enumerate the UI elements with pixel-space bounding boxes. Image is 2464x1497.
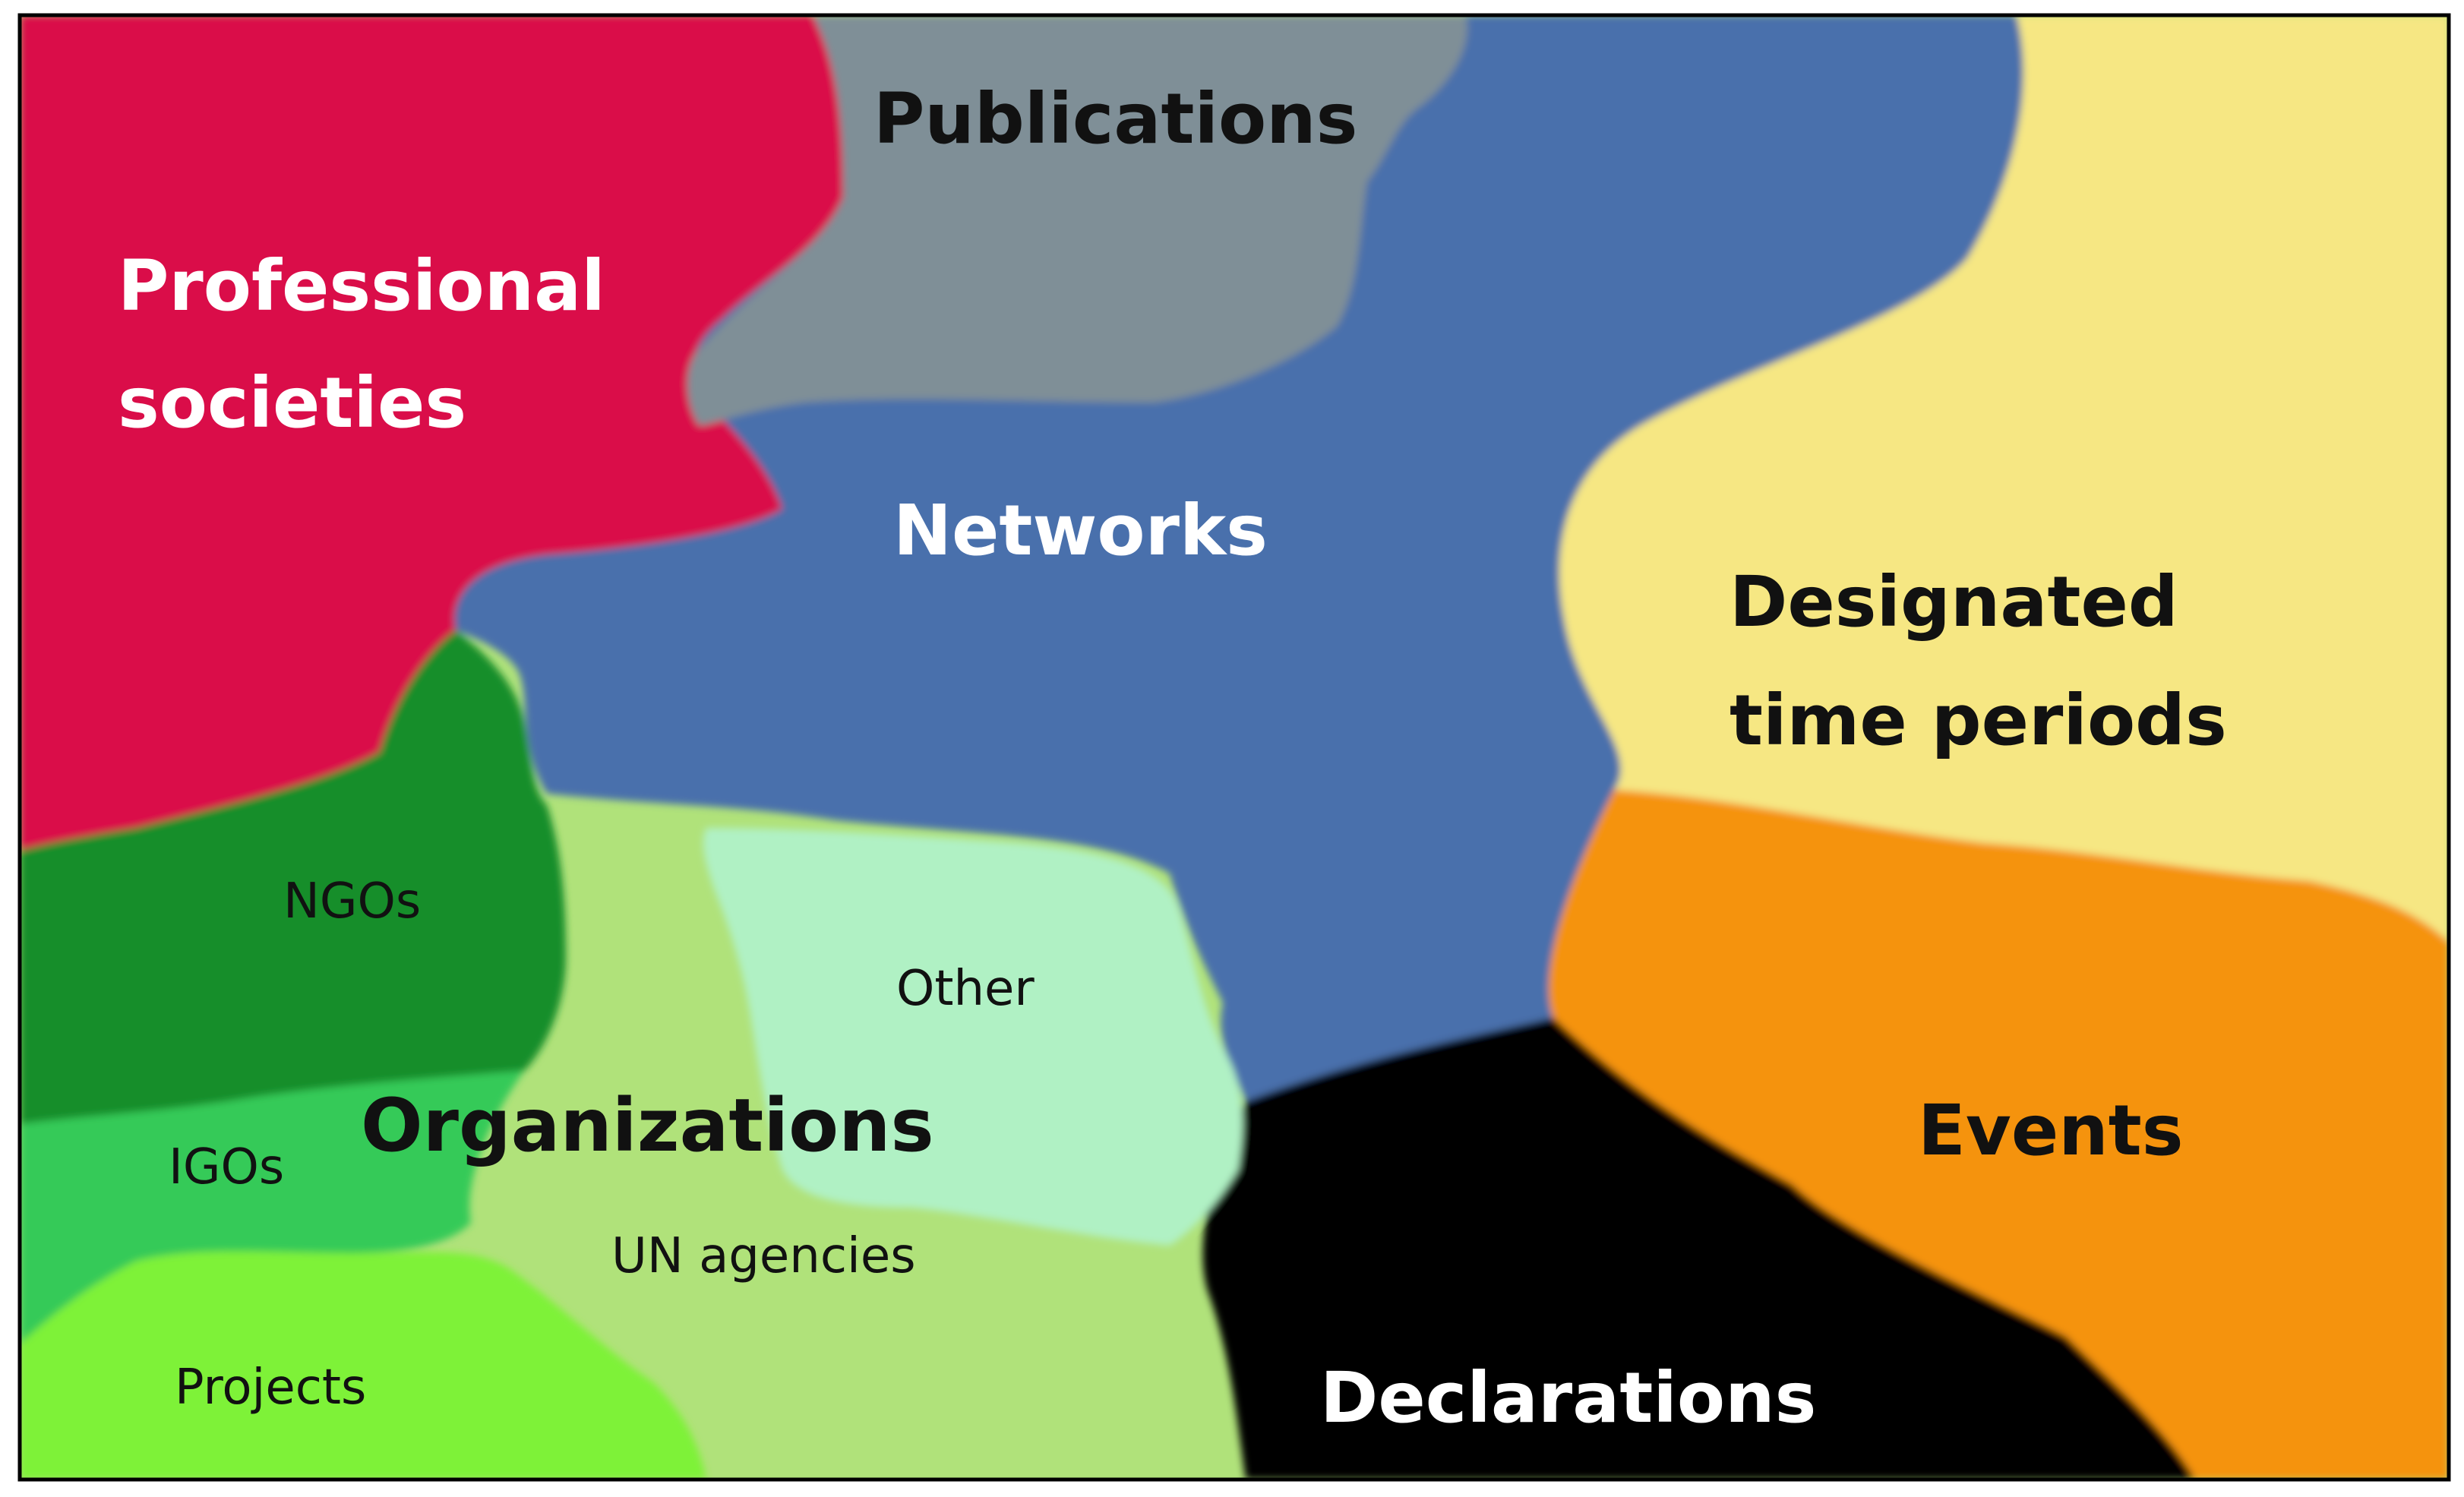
professional-societies-label-line2: societies bbox=[118, 362, 466, 444]
igos-region bbox=[20, 1071, 524, 1344]
other-region bbox=[703, 828, 1243, 1246]
networks-label: Networks bbox=[893, 490, 1268, 571]
professional-societies-label-line1: Professional bbox=[118, 245, 605, 327]
designated-time-periods-label-line1: Designated bbox=[1730, 561, 2178, 643]
projects-region bbox=[20, 1251, 706, 1480]
events-region bbox=[1549, 790, 2449, 1480]
publications-label: Publications bbox=[873, 78, 1357, 159]
professional-societies-region bbox=[20, 15, 843, 851]
events-label: Events bbox=[1918, 1090, 2183, 1171]
designated-time-periods-region bbox=[1559, 15, 2449, 942]
igos-label: IGOs bbox=[169, 1139, 284, 1195]
other-label: Other bbox=[896, 961, 1035, 1017]
ngos-region bbox=[20, 630, 566, 1124]
un-agencies-label: UN agencies bbox=[611, 1228, 916, 1284]
projects-label: Projects bbox=[175, 1360, 366, 1416]
declarations-label: Declarations bbox=[1320, 1357, 1816, 1439]
designated-time-periods-label-line2: time periods bbox=[1730, 680, 2227, 761]
organizations-label: Organizations bbox=[361, 1083, 934, 1168]
ngos-label: NGOs bbox=[283, 873, 421, 930]
publications-region bbox=[687, 15, 1467, 425]
diagram-frame bbox=[17, 13, 2451, 1482]
declarations-region bbox=[1202, 1018, 2195, 1480]
